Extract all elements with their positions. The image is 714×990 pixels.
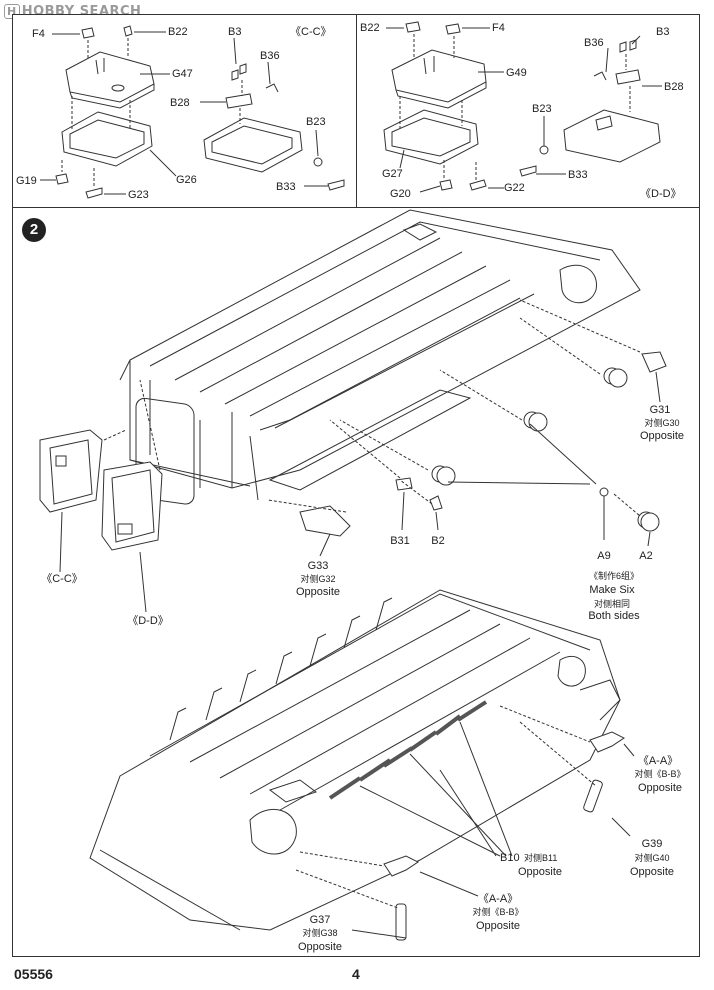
label-cc-b22: B22 [168,26,188,38]
footer-product-code: 05556 [14,966,53,982]
label-dd-b3: B3 [656,26,670,38]
title-cc: 《C-C》 [290,26,332,38]
dd-hatch-top-g49 [391,49,487,109]
watermark-logo-icon: H [4,4,20,19]
panel-c-c [12,14,357,208]
label-dd-g49: G49 [506,67,527,79]
dd-hatch-right [519,39,661,177]
cc-hatch-right [203,63,345,191]
label-b31: B31 [390,535,410,547]
label-aa-right: 《A-A》 [637,755,679,767]
label-cc-f4: F4 [32,28,45,40]
cc-hatch-frame-g26 [61,111,153,167]
label-cc-g23: G23 [128,189,149,201]
suspension-arms [169,597,488,800]
label-dd-b33: B33 [568,169,588,181]
part-g33 [299,505,351,537]
part-aa-bracket-right [589,731,625,753]
label-dd-b28: B28 [664,81,684,93]
label-g37-opposite: Opposite [297,941,343,953]
label-both-sides-cn: 对侧相同 [593,599,631,609]
label-make-six-cn: 《制作6组》 [588,571,640,581]
label-aa-lower-opposite: Opposite [475,920,521,932]
label-b10: B10 [500,852,520,864]
shock-absorber-g37 [395,903,407,941]
hatch-d-d-assembled [101,461,163,551]
label-g39-opposite: Opposite [629,866,675,878]
label-cc-b36: B36 [260,50,280,62]
label-cc-b23: B23 [306,116,326,128]
step-number: 2 [22,218,46,242]
part-aa-bracket-lower [383,855,419,877]
label-aa-right-opposite-part: 对侧《B-B》 [634,769,686,779]
hatch-c-c-assembled [39,429,103,513]
label-dd-g20: G20 [390,188,411,200]
label-g31-opposite-part: 对侧G30 [644,418,680,428]
label-dd-g27: G27 [382,168,403,180]
label-cc-g47: G47 [172,68,193,80]
label-aa-right-opposite: Opposite [637,782,683,794]
dd-hatch-frame-g27 [383,109,479,165]
label-g33-opposite-part: 对侧G32 [300,574,336,584]
label-cc-b33: B33 [276,181,296,193]
label-a2: A2 [639,550,653,562]
label-g37-opposite-part: 对侧G38 [302,928,338,938]
part-g31 [641,351,667,373]
shock-absorber-g39 [583,779,603,813]
label-cc-g19: G19 [16,175,37,187]
label-step2-cc: 《C-C》 [41,573,83,585]
label-a9: A9 [597,550,611,562]
label-b10-opposite: Opposite [517,866,563,878]
label-g33-opposite: Opposite [295,586,341,598]
label-g31-opposite: Opposite [639,430,685,442]
label-g37: G37 [309,914,331,926]
panel-d-d [356,14,700,208]
cc-hatch-top-g47 [65,51,155,109]
label-cc-b3: B3 [228,26,242,38]
footer-page-number: 4 [352,966,360,982]
label-both-sides: Both sides [588,610,640,622]
label-g33: G33 [307,560,329,572]
label-dd-f4: F4 [492,22,505,34]
label-g39: G39 [641,838,663,850]
road-wheels [431,367,660,532]
label-b2: B2 [431,535,445,547]
label-step2-dd: 《D-D》 [127,615,169,627]
label-cc-g26: G26 [176,174,197,186]
label-aa-lower: 《A-A》 [477,893,519,905]
label-dd-b23: B23 [532,103,552,115]
hull-upper [119,209,641,505]
title-dd: 《D-D》 [640,188,682,200]
label-g39-opposite-part: 对侧G40 [634,853,670,863]
label-dd-b36: B36 [584,37,604,49]
label-cc-b28: B28 [170,97,190,109]
label-dd-b22: B22 [360,22,380,34]
label-g31: G31 [649,404,671,416]
label-dd-g22: G22 [504,182,525,194]
label-make-six: Make Six [589,584,635,596]
label-aa-lower-opposite-part: 对侧《B-B》 [472,907,524,917]
label-b10-opposite-part: 对侧B11 [524,853,558,863]
hull-lower [89,589,621,931]
